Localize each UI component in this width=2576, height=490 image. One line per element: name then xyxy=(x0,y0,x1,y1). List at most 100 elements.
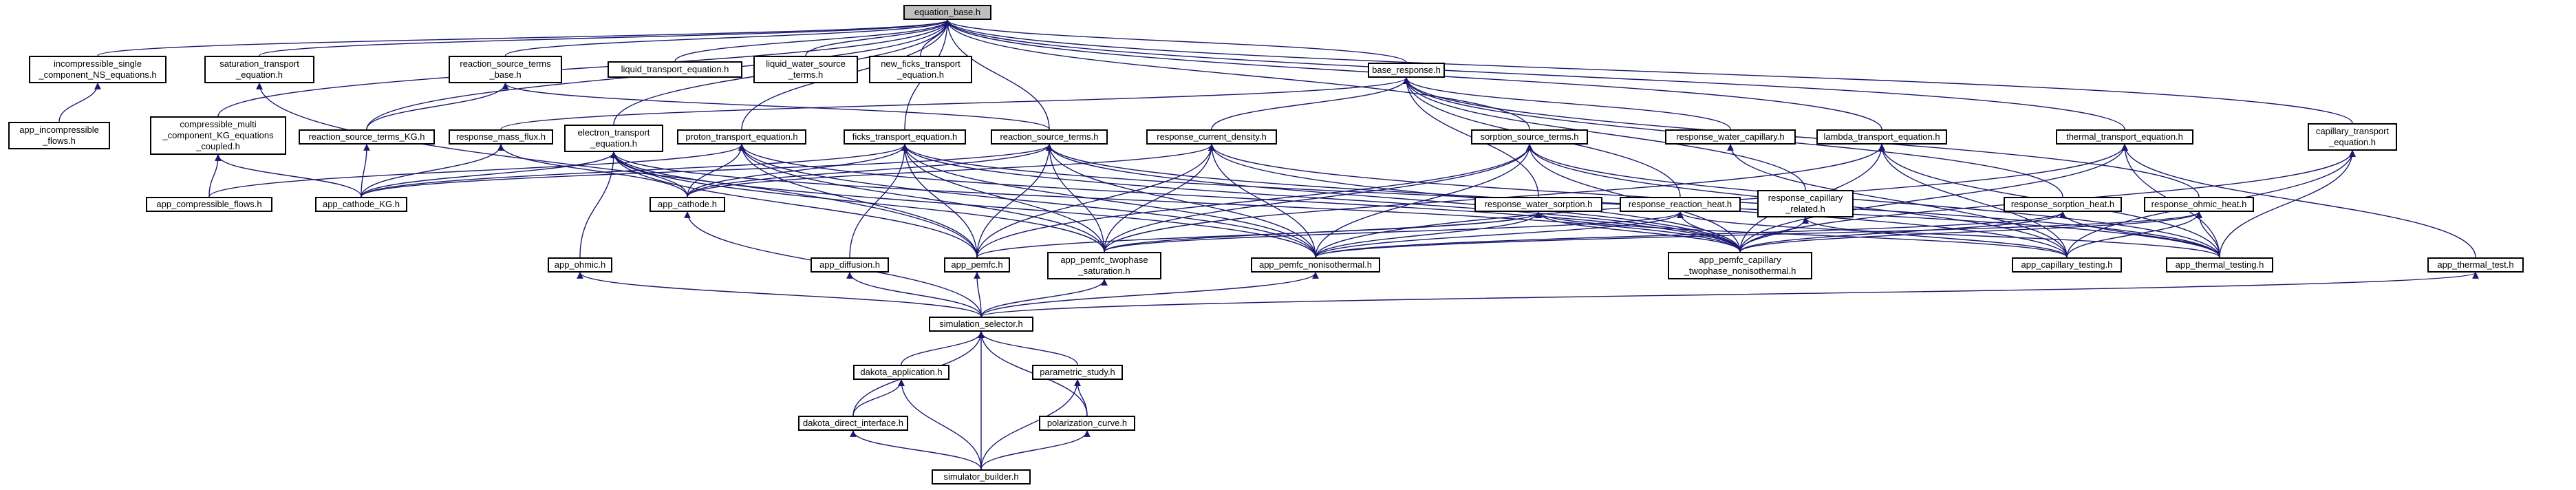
node-incompressible-single-component[interactable]: incompressible_single _component_NS_equa… xyxy=(29,56,167,83)
dependency-edge-app_pemfc_cap-to-ficks xyxy=(901,144,1741,253)
node-app-cathode-kg[interactable]: app_cathode_KG.h xyxy=(315,197,407,212)
node-dakota-application[interactable]: dakota_application.h xyxy=(853,365,949,380)
node-dakota-direct-interface[interactable]: dakota_direct_interface.h xyxy=(798,416,908,431)
dependency-edge-app_incomp-to-incomp xyxy=(58,83,101,122)
node-new-ficks-transport-equation[interactable]: new_ficks_transport _equation.h xyxy=(869,56,972,83)
dependency-edge-app_compflows-to-proton xyxy=(208,144,745,198)
dependency-edge-roh-to-baseresp xyxy=(1403,77,2200,198)
node-simulation-selector[interactable]: simulation_selector.h xyxy=(929,317,1033,332)
node-app-pemfc-capillary-twophase-nonisothermal[interactable]: app_pemfc_capillary _twophase_nonisother… xyxy=(1668,252,1812,279)
dependency-edge-simsel-to-app_ohmic xyxy=(577,272,982,317)
node-saturation-transport-equation[interactable]: saturation_transport _equation.h xyxy=(204,56,314,83)
node-response-ohmic-heat[interactable]: response_ohmic_heat.h xyxy=(2144,197,2254,212)
dependency-edge-simsel-to-app_diff xyxy=(846,272,982,317)
dependency-edge-app_captest-to-lambda xyxy=(1878,144,2068,258)
node-simulator-builder[interactable]: simulator_builder.h xyxy=(932,469,1031,484)
dependency-edge-lwst-to-eqbase xyxy=(805,19,951,56)
node-app-thermal-test[interactable]: app_thermal_test.h xyxy=(2427,257,2524,273)
node-equation-base[interactable]: equation_base.h xyxy=(903,5,991,20)
node-response-sorption-heat[interactable]: response_sorption_heat.h xyxy=(2004,197,2122,212)
dependency-edge-app_pemfc-to-ficks xyxy=(901,144,978,258)
node-app-thermal-testing[interactable]: app_thermal_testing.h xyxy=(2166,257,2273,273)
node-app-ohmic[interactable]: app_ohmic.h xyxy=(548,257,612,273)
dependency-edge-rwcap-to-baseresp xyxy=(1403,77,1731,130)
node-liquid-water-source-terms[interactable]: liquid_water_source _terms.h xyxy=(753,56,858,83)
dependency-edge-app_pemfc_tp_sat-to-rst xyxy=(1046,144,1105,253)
dependency-edge-app_thermtest-to-roh xyxy=(2196,211,2220,258)
dependency-edge-app_pemfc_noniso-to-sorpst xyxy=(1315,144,1533,258)
dependency-edge-app_captest-to-rws xyxy=(1535,211,2068,258)
node-response-current-density[interactable]: response_current_density.h xyxy=(1146,129,1277,145)
dependency-edge-app_captest-to-rwcap xyxy=(1727,144,2068,258)
dependency-edge-simbuild-to-dakapp xyxy=(898,379,982,470)
node-app-diffusion[interactable]: app_diffusion.h xyxy=(811,257,889,273)
node-response-water-sorption[interactable]: response_water_sorption.h xyxy=(1474,197,1602,212)
node-proton-transport-equation[interactable]: proton_transport_equation.h xyxy=(677,129,806,145)
dependency-edge-app_thermtest-to-rsh xyxy=(2059,211,2220,258)
dependency-edge-app_pemfc_tp_sat-to-electron xyxy=(610,151,1105,253)
node-app-compressible-flows[interactable]: app_compressible_flows.h xyxy=(146,197,272,212)
dependency-edge-dakapp-to-simsel xyxy=(901,331,985,365)
node-liquid-transport-equation[interactable]: liquid_transport_equation.h xyxy=(608,61,742,78)
node-capillary-transport-equation[interactable]: capillary_transport _equation.h xyxy=(2308,123,2397,151)
dependency-edge-rcr-to-baseresp xyxy=(1403,77,1806,191)
dependency-edge-app_pemfc_noniso-to-rsh xyxy=(1315,211,2066,258)
dependency-edge-app_pemfc_tp_sat-to-sorpst xyxy=(1104,144,1533,253)
node-polarization-curve[interactable]: polarization_curve.h xyxy=(1039,416,1135,431)
node-app-pemfc[interactable]: app_pemfc.h xyxy=(944,257,1010,273)
node-response-water-capillary[interactable]: response_water_capillary.h xyxy=(1665,129,1796,145)
dependency-edge-app_pemfc_cap-to-roh xyxy=(1739,211,2202,253)
node-response-capillary-related[interactable]: response_capillary _related.h xyxy=(1757,190,1854,217)
node-base-response[interactable]: base_response.h xyxy=(1368,63,1445,78)
dependency-edge-app_cathode-to-rcd xyxy=(687,144,1215,198)
dependency-edge-rst-to-rst_base xyxy=(502,83,1050,130)
node-app-capillary-testing[interactable]: app_capillary_testing.h xyxy=(2012,257,2122,273)
node-response-reaction-heat[interactable]: response_reaction_heat.h xyxy=(1620,197,1741,212)
node-ficks-transport-equation[interactable]: ficks_transport_equation.h xyxy=(844,129,966,145)
dependency-edge-rst_base-to-eqbase xyxy=(504,19,951,56)
dependency-edge-app_cathkg-to-rst_kg xyxy=(361,144,370,198)
node-app-cathode[interactable]: app_cathode.h xyxy=(650,197,725,212)
node-sorption-source-terms[interactable]: sorption_source_terms.h xyxy=(1471,129,1588,145)
dependency-edge-app_ohmic-to-electron xyxy=(579,151,617,258)
dependency-edge-app_pemfc_noniso-to-rrh xyxy=(1315,211,1684,258)
node-reaction-source-terms-kg[interactable]: reaction_source_terms_KG.h xyxy=(299,129,435,145)
dependency-edge-app_pemfc_cap-to-proton xyxy=(738,144,1741,253)
dependency-edge-app_pemfc_noniso-to-ficks xyxy=(901,144,1316,258)
node-response-mass-flux[interactable]: response_mass_flux.h xyxy=(449,129,553,145)
dependency-edge-app_pemfc_cap-to-rws xyxy=(1535,211,1741,253)
dependency-edge-app_diff-to-ficks xyxy=(849,144,908,258)
dependency-edge-app_cathkg-to-rst xyxy=(361,144,1053,198)
dependency-edge-respmass-to-baseresp xyxy=(500,77,1410,130)
node-app-incompressible-flows[interactable]: app_incompressible _flows.h xyxy=(8,122,110,149)
dependency-edge-app_pemfc-to-sorpst xyxy=(976,144,1533,258)
dependency-edge-app_pemfc_tp_sat-to-ficks xyxy=(901,144,1105,253)
dependency-edge-captrans-to-eqbase xyxy=(944,19,2353,124)
dependency-edge-liquid-to-eqbase xyxy=(674,19,951,62)
dependency-edge-app_cathkg-to-respmass xyxy=(361,144,504,198)
dependency-edge-app_pemfc_tp_sat-to-rcd xyxy=(1104,144,1215,253)
dependency-edge-satur-to-eqbase xyxy=(259,19,951,56)
dependency-edge-app_captest-to-rcr xyxy=(1802,217,2068,258)
node-electron-transport-equation[interactable]: electron_transport _equation.h xyxy=(564,125,663,152)
node-thermal-transport-equation[interactable]: thermal_transport_equation.h xyxy=(2056,129,2193,145)
node-reaction-source-terms-base[interactable]: reaction_source_terms _base.h xyxy=(449,56,562,83)
node-parametric-study[interactable]: parametric_study.h xyxy=(1032,365,1123,380)
dependency-edge-app_pemfc-to-rcd xyxy=(976,144,1215,258)
node-app-pemfc-nonisothermal[interactable]: app_pemfc_nonisothermal.h xyxy=(1251,257,1380,273)
dependency-edge-app_pemfc_tp_sat-to-rws xyxy=(1104,211,1542,253)
dependency-edge-app_pemfc_noniso-to-rws xyxy=(1315,211,1542,258)
dependency-edge-app_cathkg-to-electron xyxy=(361,151,617,198)
node-lambda-transport-equation[interactable]: lambda_transport_equation.h xyxy=(1816,129,1947,145)
node-reaction-source-terms[interactable]: reaction_source_terms.h xyxy=(991,129,1108,145)
dependency-edge-simsel-to-app_pemfc_tp_sat xyxy=(980,279,1108,317)
dependency-edge-app_cathode-to-rst xyxy=(687,144,1053,198)
dependency-edge-app_captest-to-roh xyxy=(2066,211,2202,258)
node-app-pemfc-twophase-saturation[interactable]: app_pemfc_twophase _saturation.h xyxy=(1047,252,1161,279)
dependency-edge-simbuild-to-param xyxy=(980,379,1081,470)
dependency-edge-param-to-simsel xyxy=(978,331,1078,365)
dependency-edge-app_cathkg-to-compmulti xyxy=(215,154,362,198)
node-compressible-multi-component[interactable]: compressible_multi _component_KG_equatio… xyxy=(150,116,286,155)
